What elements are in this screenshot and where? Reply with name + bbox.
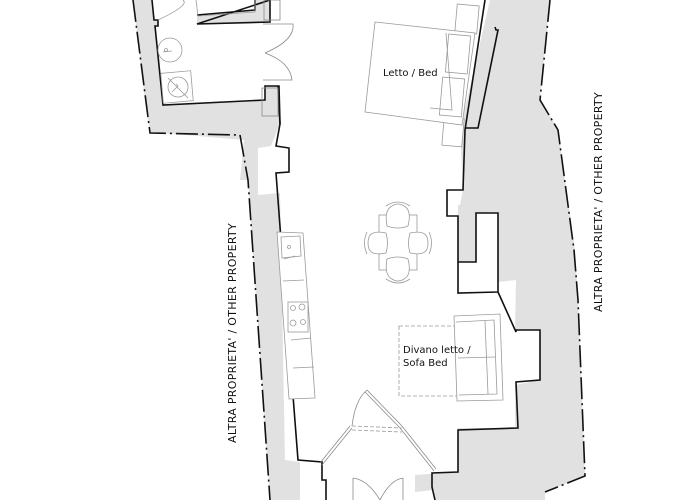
kitchen (276, 231, 316, 400)
left-property-label: ALTRA PROPRIETA' / OTHER PROPERTY (226, 223, 239, 443)
sofa-bed-label: Divano letto / (403, 345, 471, 356)
bathroom (157, 0, 294, 117)
right-wall (415, 0, 586, 500)
kitchen-counter (276, 231, 316, 400)
entrance-door-right[interactable] (364, 389, 437, 472)
chair (385, 256, 410, 282)
chair (367, 231, 388, 255)
cooktop-icon (287, 301, 309, 333)
entrance-door-left[interactable] (319, 425, 353, 466)
sofa-bed-label-2: Sofa Bed (403, 358, 448, 369)
bedroom: Letto / Bed (364, 3, 480, 148)
pillow (438, 76, 466, 118)
pillow (444, 33, 472, 75)
left-wall (132, 0, 327, 500)
nightstand-top (454, 3, 480, 35)
bathroom-door[interactable] (263, 23, 294, 81)
sink-icon (280, 235, 302, 259)
washbasin-icon (157, 37, 183, 63)
entrance (319, 389, 437, 500)
dining-area (364, 201, 432, 284)
chair (385, 203, 410, 229)
living-area: Divano letto / Sofa Bed (398, 313, 504, 402)
right-property-label: ALTRA PROPRIETA' / OTHER PROPERTY (592, 92, 605, 312)
toilet-icon (195, 0, 256, 17)
bedroom-label: Letto / Bed (383, 68, 438, 79)
chair (408, 231, 429, 255)
main-door[interactable] (352, 477, 404, 500)
bathroom-door-frame-top (263, 0, 281, 21)
